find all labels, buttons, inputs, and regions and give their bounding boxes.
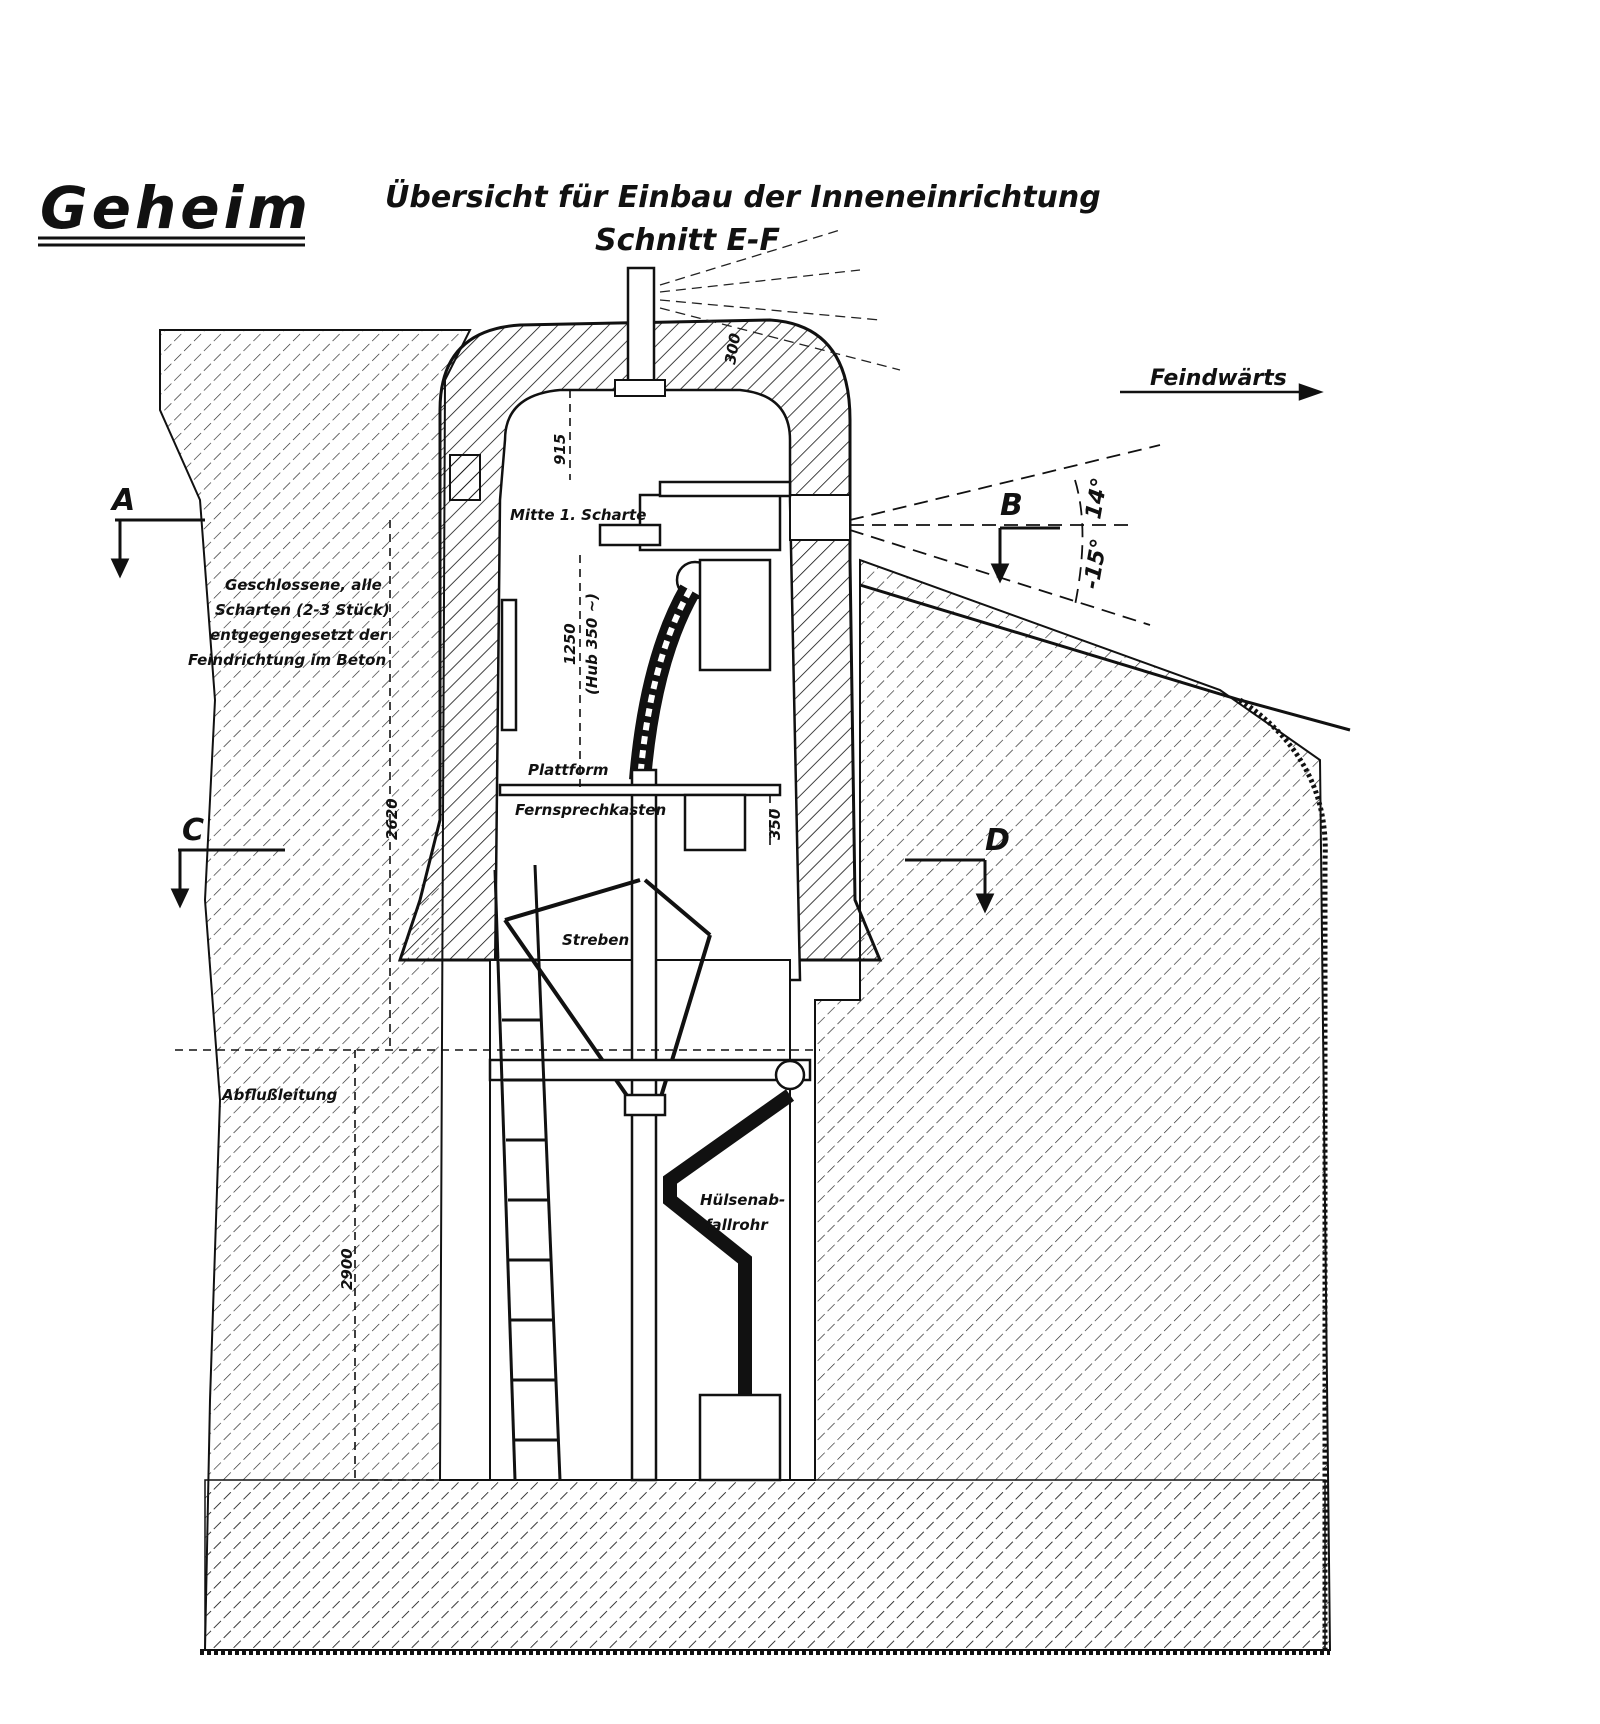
label-embrasure-center: Mitte 1. Scharte [510,506,646,524]
dim-915: 915 [551,434,569,465]
gun-barrel [658,480,792,498]
label-struts: Streben [562,931,629,949]
periscope-mount [614,379,666,397]
strut-hub [623,1093,667,1117]
note-line-2: Scharten (2-3 Stück) [215,601,390,619]
label-cable-box: Fernsprechkasten [515,801,666,819]
marker-d: D [985,823,1010,858]
case-bin [698,1393,782,1482]
label-drain: Abflußleitung [221,1086,338,1104]
mount-arm-inner [637,588,693,781]
base-slab [204,1479,1326,1651]
enemy-direction-label: Feindwärts [1150,366,1287,391]
marker-a: A [110,483,135,518]
marker-b: B [1000,488,1023,523]
enemy-direction-arrow [1120,383,1324,401]
dimension-lines [175,390,820,1481]
dim-1250: 1250 [561,623,579,665]
gun-assembly [598,480,792,781]
note-line-3: entgegengesetzt der [210,626,389,644]
note-line-1: Geschlossene, alle [225,576,382,594]
drawing-title: Übersicht für Einbau der Inneneinrichtun… [385,178,1101,215]
drain-elbow [774,1059,806,1091]
periscope [614,229,901,397]
central-column [488,768,812,1482]
dim-300: 300 [721,332,744,366]
gun-cradle [698,558,772,672]
case-chute [663,1089,795,1400]
periscope-sight-lines [659,229,901,371]
angle-down: -15° [1079,537,1112,591]
firing-angle-lines [849,444,1161,626]
label-case-chute-2: fallrohr [705,1216,769,1234]
platform [498,783,782,797]
note-line-4: Feindrichtung im Beton [188,651,386,669]
embrasure [789,494,851,541]
drawing-subtitle: Schnitt E-F [595,223,780,258]
marker-c: C [182,813,204,848]
label-platform: Plattform [528,761,608,779]
wall-handle [500,598,518,732]
left-embrasure [449,454,481,501]
angle-up: 14° [1081,476,1113,521]
label-case-chute-1: Hülsenab- [700,1191,785,1209]
dim-hub: (Hub 350 ~) [583,593,601,695]
dim-2900: 2900 [338,1248,356,1290]
gun-stock [598,523,662,547]
stamp-geheim: Geheim [40,174,312,242]
concrete-mass [159,329,1351,1655]
dim-2620: 2620 [383,798,401,840]
mid-floor [488,1058,812,1082]
ladder [493,864,562,1481]
dim-350: 350 [766,809,784,840]
section-markers [110,518,1060,914]
gun-body [638,493,782,552]
column [630,768,658,1482]
struts [503,878,712,1102]
periscope-tube [626,266,656,390]
cable-box [683,793,747,852]
ground-hatch-edge [1238,697,1328,1650]
